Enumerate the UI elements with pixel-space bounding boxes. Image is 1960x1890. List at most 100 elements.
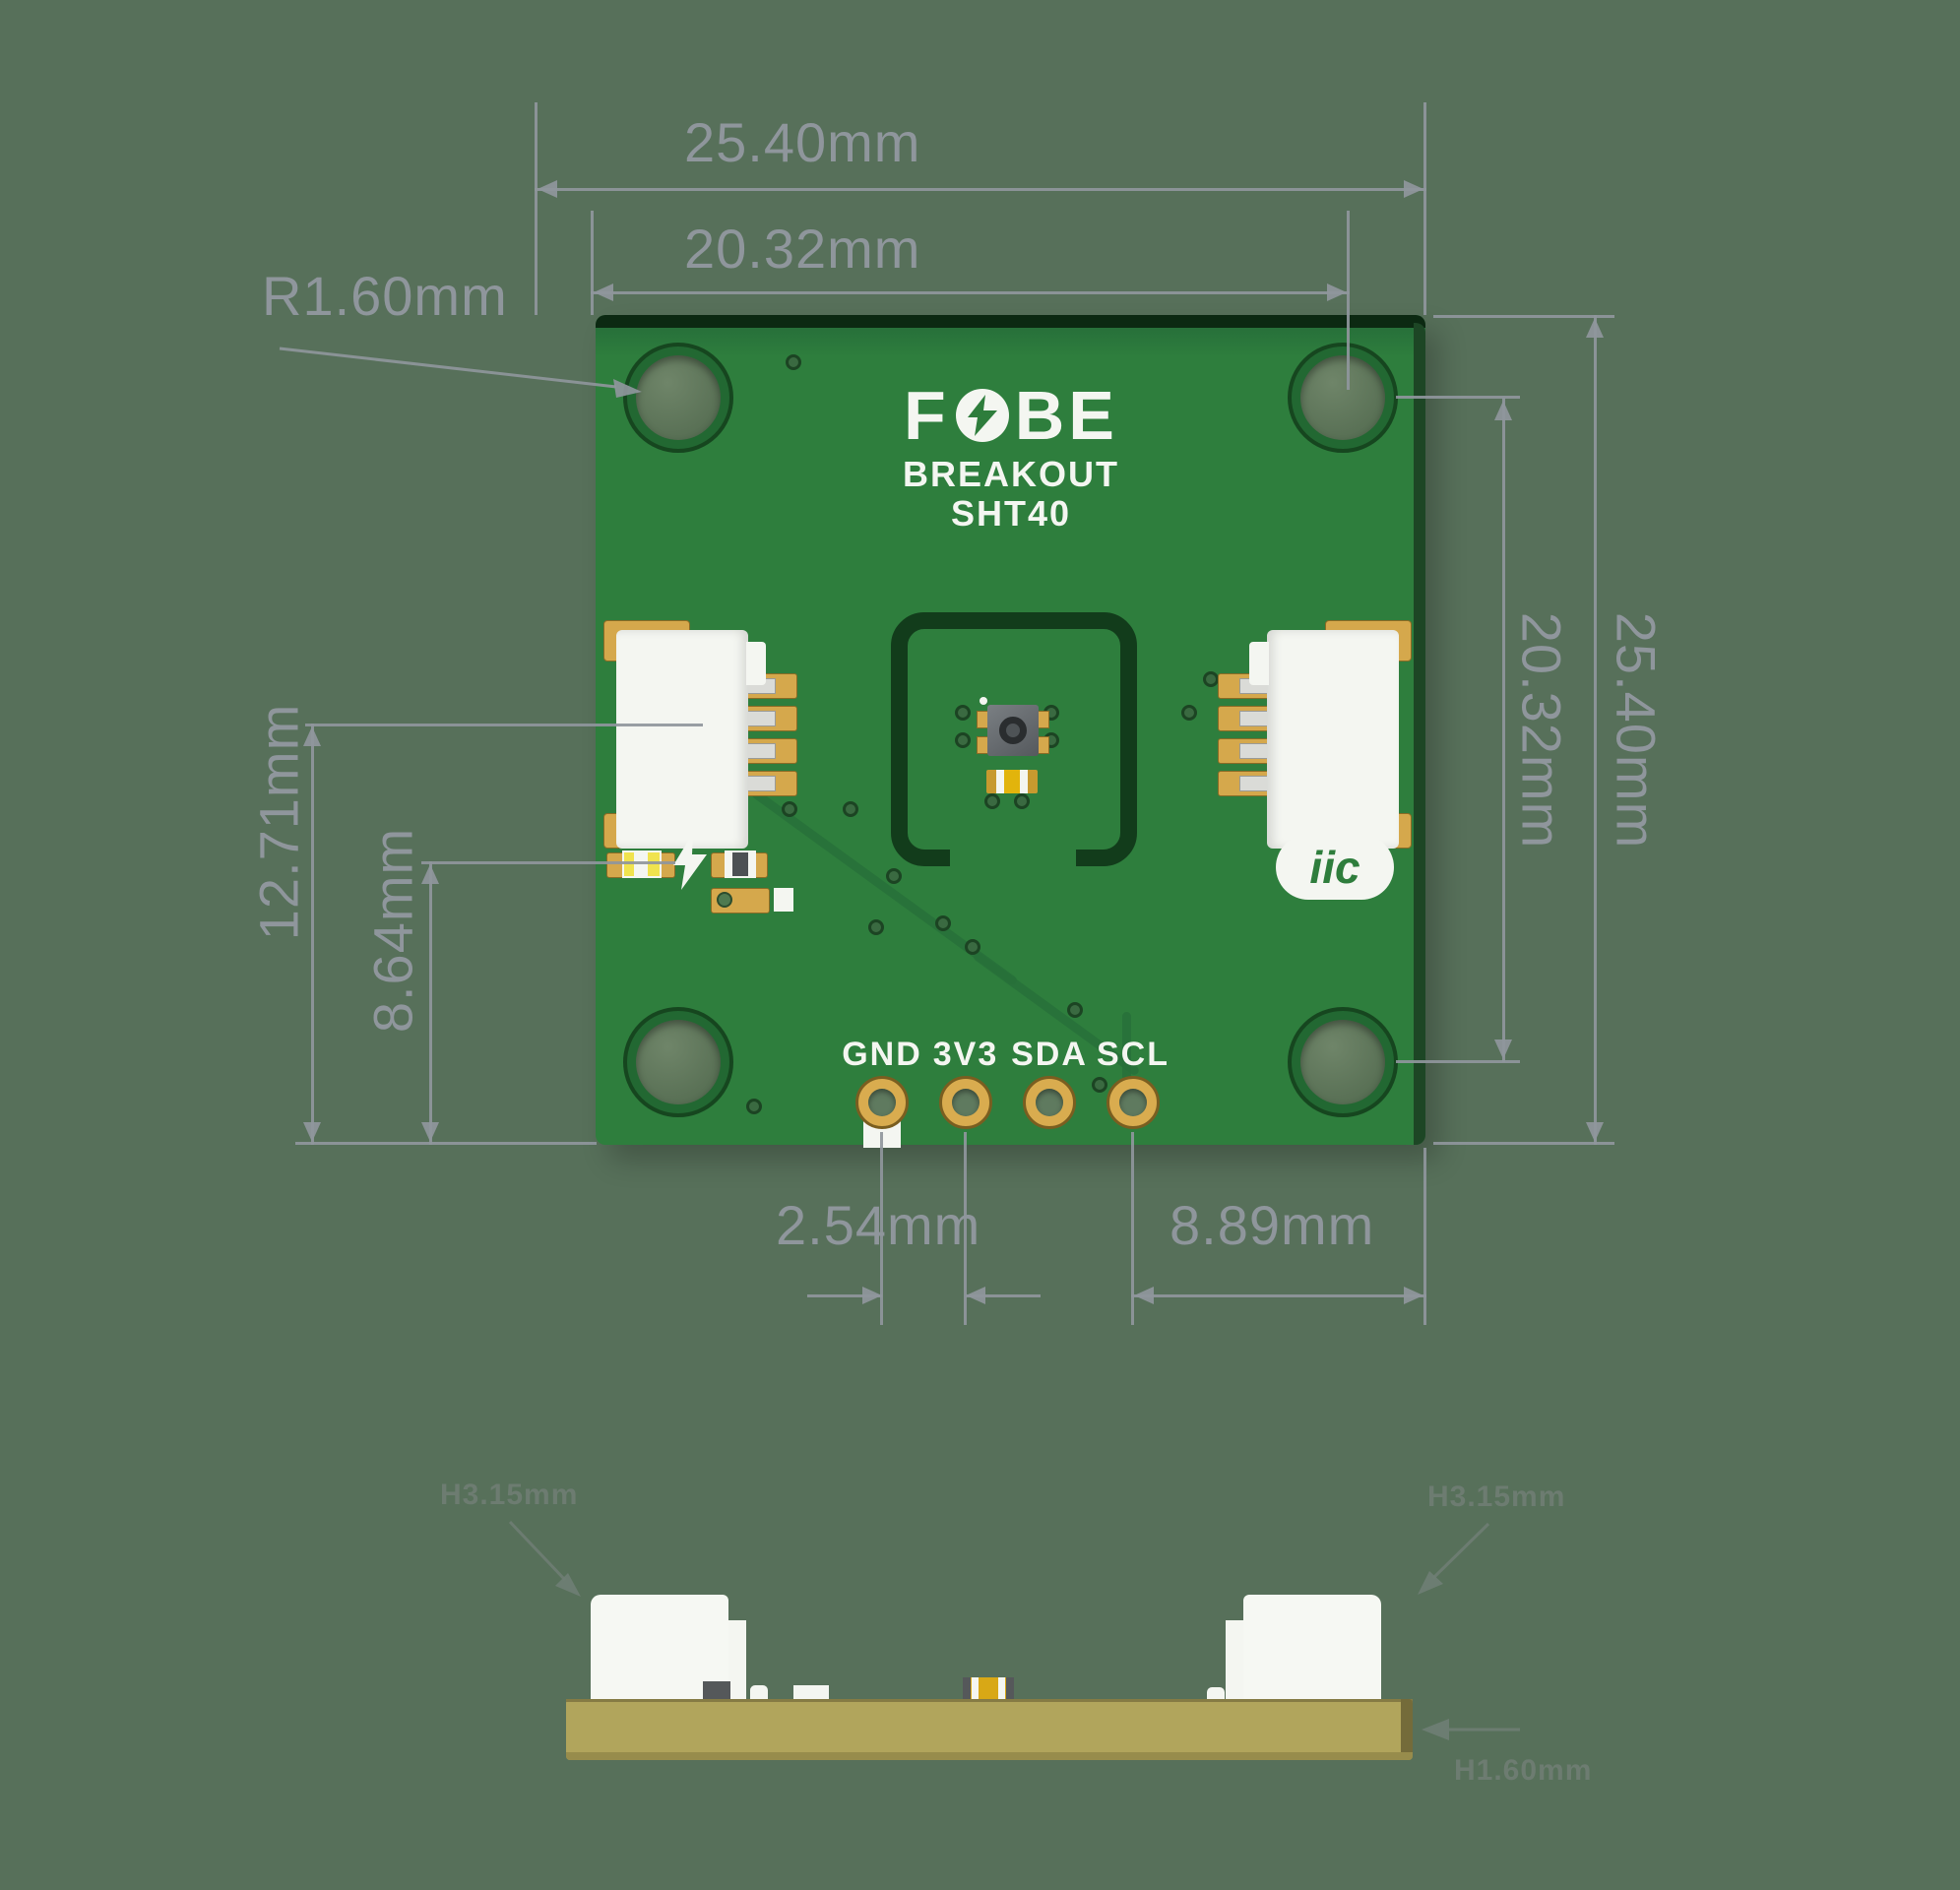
side-connector-latch [728, 1620, 746, 1699]
logo-letter-be: BE [1014, 377, 1118, 454]
dim-line-board-height [1594, 315, 1597, 1145]
arrowhead [1134, 1287, 1154, 1304]
sensor-opening [999, 717, 1027, 744]
ext-line [535, 102, 537, 315]
arrowhead [1327, 284, 1347, 301]
via [955, 705, 971, 721]
jst-connector-left [616, 630, 748, 849]
capacitor [986, 770, 1038, 793]
board-top-edge [596, 315, 1425, 328]
component-stripe [996, 770, 1004, 793]
dim-line-pin-to-edge [1131, 1294, 1426, 1297]
ext-line [1131, 1132, 1134, 1325]
arrowhead [537, 180, 557, 198]
via [1014, 793, 1030, 809]
arrowhead [1404, 180, 1423, 198]
pcb-side-view [566, 1699, 1413, 1760]
connector-latch [746, 642, 766, 685]
pin-label-3v3: 3V3 [932, 1036, 999, 1073]
leader-led-row [421, 861, 675, 864]
drill-hole [1300, 1020, 1385, 1104]
jst-connector-right [1267, 630, 1399, 849]
via [935, 915, 951, 931]
via [782, 801, 797, 817]
arrowhead [421, 1122, 439, 1142]
arrowhead [1494, 1040, 1512, 1059]
ext-line [880, 1132, 883, 1325]
ext-line [1347, 211, 1350, 390]
logo-lightning-icon [955, 389, 1009, 442]
dim-line-12-71 [311, 724, 314, 1145]
via [1181, 705, 1197, 721]
logo-wordmark: F BE [817, 377, 1205, 454]
ext-line-bottom-edge [295, 1142, 597, 1145]
mounting-hole-bottom-left [623, 1007, 733, 1117]
lightning-bolt-icon [673, 833, 707, 890]
side-component [750, 1685, 768, 1699]
resistor-element [732, 852, 748, 876]
arrowhead [1494, 401, 1512, 420]
mounting-hole-bottom-right [1288, 1007, 1398, 1117]
via [868, 919, 884, 935]
side-connector-right [1243, 1595, 1381, 1699]
arrowhead [1586, 318, 1604, 338]
sensor-island-tab [950, 848, 1076, 867]
ext-line [591, 211, 594, 315]
board-top-shade [596, 328, 1425, 357]
via [1067, 1002, 1083, 1018]
via [984, 793, 1000, 809]
arrowhead [594, 284, 613, 301]
connector-latch [1249, 642, 1269, 685]
via [886, 868, 902, 884]
side-sensor-edge [1006, 1677, 1014, 1699]
ext-line [1423, 102, 1426, 315]
side-component [793, 1685, 829, 1699]
led-lens [648, 852, 660, 876]
drill [952, 1089, 980, 1116]
drill-hole [636, 1020, 721, 1104]
side-sensor-edge [963, 1677, 971, 1699]
arrowhead [421, 864, 439, 884]
dim-board-width-top: 25.40mm [684, 111, 921, 173]
via [843, 801, 858, 817]
side-component-dark [703, 1681, 730, 1699]
dim-hole-radius: R1.60mm [262, 265, 508, 327]
pad-via [717, 892, 732, 908]
via [1203, 671, 1219, 687]
pcb-trace [1122, 1012, 1131, 1081]
slab-bottom-edge [566, 1752, 1413, 1760]
logo-breakout-text: BREAKOUT [903, 454, 1119, 494]
component-stripe [1020, 770, 1028, 793]
drill [1036, 1089, 1063, 1116]
dim-line-8-64 [429, 861, 432, 1145]
dim-connector-height-left: H3.15mm [440, 1479, 579, 1511]
dim-line-hole-spacing [591, 291, 1350, 294]
arrowhead [966, 1287, 985, 1304]
dim-line-pitch [966, 1294, 1041, 1297]
pin-hole-sda [1023, 1076, 1076, 1129]
slab-right-edge [1401, 1699, 1413, 1760]
ext-line [1396, 396, 1520, 399]
side-sensor [963, 1677, 1014, 1699]
drill-hole [636, 355, 721, 440]
side-sensor-stripe [998, 1677, 1005, 1699]
via [746, 1099, 762, 1114]
led-lens [624, 852, 634, 876]
logo-letter-f: F [903, 377, 950, 454]
board-right-edge [1414, 323, 1425, 1145]
drill [1119, 1089, 1147, 1116]
dim-line-hole-spacing-v [1502, 398, 1505, 1062]
silkscreen-mark [774, 888, 793, 912]
dim-board-thickness: H1.60mm [1454, 1754, 1593, 1787]
ext-line [1396, 1060, 1520, 1063]
via [965, 939, 980, 955]
dim-pin-pitch: 2.54mm [776, 1194, 981, 1256]
leader-connector-center [305, 724, 703, 726]
dim-line-pitch [807, 1294, 882, 1297]
ext-line [1433, 315, 1614, 318]
arrowhead [303, 1122, 321, 1142]
arrowhead [303, 726, 321, 746]
arrowhead [1586, 1122, 1604, 1142]
